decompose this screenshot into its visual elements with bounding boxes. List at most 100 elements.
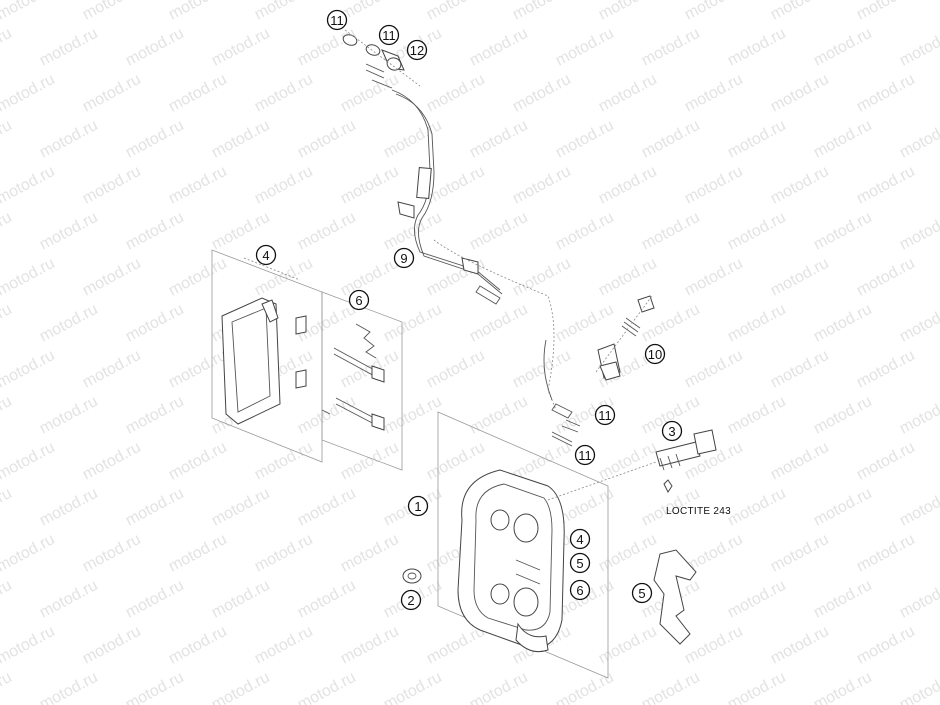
- watermark-text: motod.ru: [0, 301, 15, 346]
- callout-6: 6: [348, 289, 370, 311]
- watermark-text: motod.ru: [596, 0, 660, 24]
- watermark-text: motod.ru: [252, 163, 316, 208]
- watermark-text: motod.ru: [768, 439, 832, 484]
- watermark-text: motod.ru: [725, 669, 789, 705]
- watermark-text: motod.ru: [811, 577, 875, 622]
- watermark-text: motod.ru: [424, 71, 488, 116]
- watermark-text: motod.ru: [0, 347, 58, 392]
- watermark-text: motod.ru: [209, 485, 273, 530]
- watermark-text: motod.ru: [897, 393, 940, 438]
- watermark-text: motod.ru: [123, 393, 187, 438]
- watermark-text: motod.ru: [0, 623, 58, 668]
- watermark-text: motod.ru: [897, 485, 940, 530]
- callout-number: 5: [638, 586, 645, 601]
- watermark-text: motod.ru: [811, 485, 875, 530]
- watermark-text: motod.ru: [596, 531, 660, 576]
- watermark-text: motod.ru: [381, 301, 445, 346]
- watermark-text: motod.ru: [811, 669, 875, 705]
- watermark-text: motod.ru: [639, 25, 703, 70]
- callout-circle: [406, 39, 428, 61]
- watermark-text: motod.ru: [725, 209, 789, 254]
- callout-circle: [407, 495, 429, 517]
- watermark-text: motod.ru: [381, 117, 445, 162]
- watermark-text: motod.ru: [381, 669, 445, 705]
- callout-11: 11: [594, 404, 616, 426]
- callout-4: 4: [255, 244, 277, 266]
- watermark-text: motod.ru: [854, 623, 918, 668]
- watermark-text: motod.ru: [0, 117, 15, 162]
- callout-circle: [661, 420, 683, 442]
- watermark-text: motod.ru: [553, 301, 617, 346]
- washer: [402, 568, 422, 584]
- brake-pads-group: [211, 249, 323, 463]
- watermark-text: motod.ru: [854, 163, 918, 208]
- callout-circle: [326, 9, 348, 31]
- callout-number: 10: [648, 347, 662, 362]
- watermark-text: motod.ru: [682, 623, 746, 668]
- watermark-text: motod.ru: [0, 163, 58, 208]
- watermark-text: motod.ru: [596, 163, 660, 208]
- watermark-text: motod.ru: [510, 163, 574, 208]
- callout-number: 5: [576, 556, 583, 571]
- watermark-text: motod.ru: [166, 623, 230, 668]
- small-parts-near-caliper: [551, 403, 581, 447]
- watermark-text: motod.ru: [897, 117, 940, 162]
- watermark-text: motod.ru: [123, 209, 187, 254]
- watermark-text: motod.ru: [295, 669, 359, 705]
- callout-circle: [631, 582, 653, 604]
- callout-number: 6: [355, 293, 362, 308]
- callout-11: 11: [574, 444, 596, 466]
- watermark-text: motod.ru: [854, 71, 918, 116]
- callout-number: 2: [407, 593, 414, 608]
- watermark-text: motod.ru: [897, 301, 940, 346]
- watermark-text: motod.ru: [338, 531, 402, 576]
- callout-5: 5: [631, 582, 653, 604]
- watermark-text: motod.ru: [725, 485, 789, 530]
- watermark-text: motod.ru: [37, 485, 101, 530]
- watermark-text: motod.ru: [854, 531, 918, 576]
- watermark-text: motod.ru: [596, 71, 660, 116]
- watermark-text: motod.ru: [252, 531, 316, 576]
- watermark-text: motod.ru: [467, 25, 531, 70]
- watermark-text: motod.ru: [682, 71, 746, 116]
- watermark-text: motod.ru: [37, 117, 101, 162]
- callout-circle: [594, 404, 616, 426]
- watermark-text: motod.ru: [209, 669, 273, 705]
- watermark-text: motod.ru: [123, 117, 187, 162]
- watermark-text: motod.ru: [0, 0, 58, 24]
- watermark-text: motod.ru: [37, 577, 101, 622]
- watermark-text: motod.ru: [295, 485, 359, 530]
- watermark-text: motod.ru: [768, 0, 832, 24]
- watermark-text: motod.ru: [854, 255, 918, 300]
- callout-6: 6: [569, 579, 591, 601]
- callout-number: 12: [410, 43, 424, 58]
- loctite-note: LOCTITE 243: [666, 506, 731, 517]
- callout-12: 12: [406, 39, 428, 61]
- watermark-text: motod.ru: [682, 255, 746, 300]
- callout-circle: [378, 24, 400, 46]
- callout-circle: [574, 444, 596, 466]
- watermark-text: motod.ru: [0, 209, 15, 254]
- watermark-text: motod.ru: [768, 71, 832, 116]
- watermark-text: motod.ru: [424, 0, 488, 24]
- watermark-text: motod.ru: [295, 25, 359, 70]
- watermark-text: motod.ru: [467, 301, 531, 346]
- watermark-text: motod.ru: [338, 347, 402, 392]
- watermark-text: motod.ru: [639, 209, 703, 254]
- watermark-text: motod.ru: [0, 577, 15, 622]
- watermark-text: motod.ru: [897, 669, 940, 705]
- callout-number: 3: [668, 424, 675, 439]
- watermark-text: motod.ru: [0, 393, 15, 438]
- watermark-text: motod.ru: [811, 209, 875, 254]
- watermark-text: motod.ru: [123, 577, 187, 622]
- watermark-text: motod.ru: [166, 0, 230, 24]
- watermark-text: motod.ru: [0, 439, 58, 484]
- watermark-text: motod.ru: [553, 669, 617, 705]
- callout-circle: [393, 247, 415, 269]
- watermark-text: motod.ru: [768, 163, 832, 208]
- callout-number: 4: [576, 532, 583, 547]
- watermark-text: motod.ru: [338, 71, 402, 116]
- watermark-text: motod.ru: [338, 623, 402, 668]
- watermark-text: motod.ru: [80, 163, 144, 208]
- watermark-text: motod.ru: [209, 117, 273, 162]
